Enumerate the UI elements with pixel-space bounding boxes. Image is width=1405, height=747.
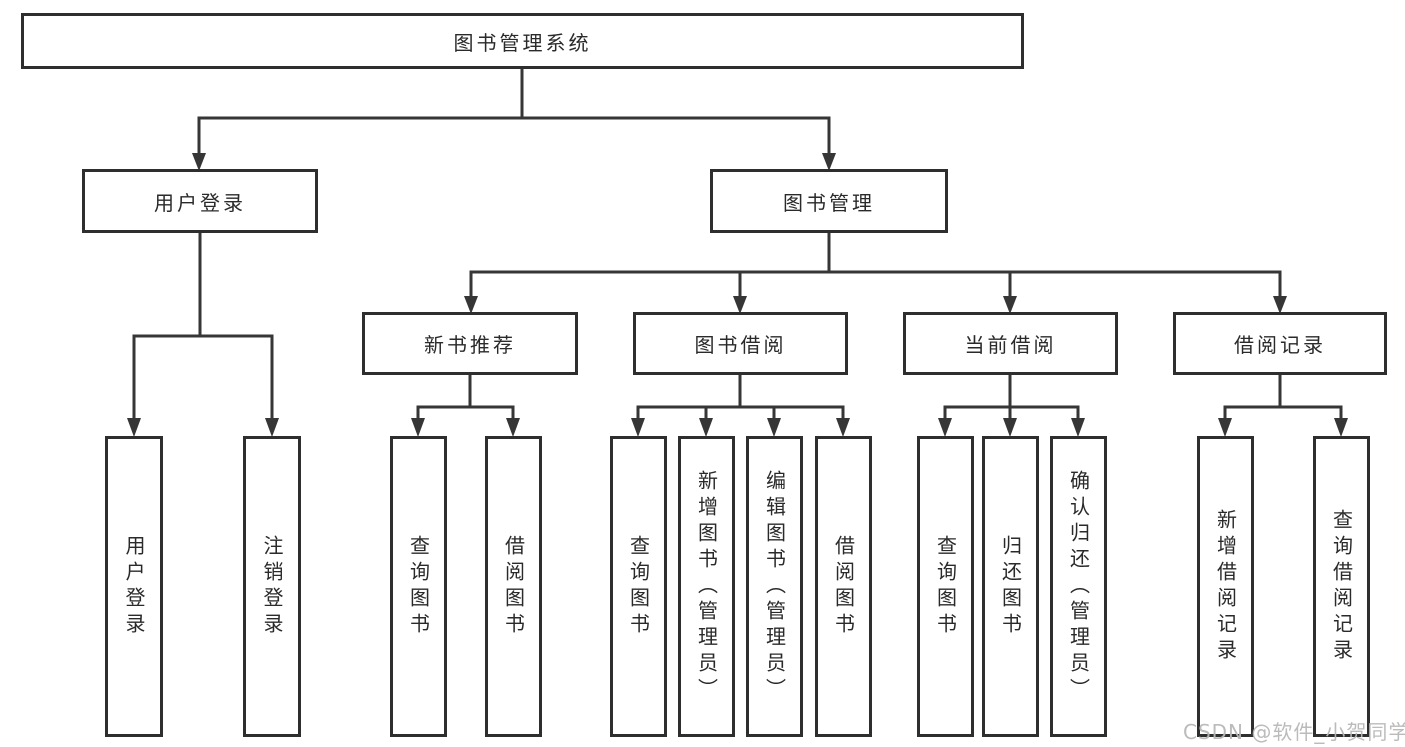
arrowhead: [938, 418, 952, 437]
edge-current-borrow: [943, 373, 1080, 422]
node-leaf-user-login: 用户登录: [105, 436, 163, 737]
node-leaf-add-borrow-record: 新增借阅记录: [1197, 436, 1254, 737]
arrowhead: [127, 418, 141, 437]
node-leaf-borrow-books: 借阅图书: [815, 436, 872, 737]
node-new-book-recommend: 新书推荐: [362, 312, 578, 375]
arrowhead: [1218, 418, 1232, 437]
arrowhead: [631, 418, 645, 437]
node-leaf-query-books-recommend: 查询图书: [390, 436, 447, 737]
arrowhead: [1273, 296, 1287, 314]
node-book-borrow: 图书借阅: [633, 312, 848, 375]
arrowhead: [836, 418, 850, 437]
arrowhead: [192, 153, 206, 171]
node-leaf-query-borrow-record: 查询借阅记录: [1313, 436, 1370, 737]
arrowhead: [1071, 418, 1085, 437]
node-leaf-add-books-admin: 新增图书（管理员）: [678, 436, 735, 737]
arrowhead: [1003, 418, 1017, 437]
node-leaf-logout: 注销登录: [243, 436, 301, 737]
arrowhead: [411, 418, 425, 437]
node-borrow-records: 借阅记录: [1173, 312, 1387, 375]
node-leaf-query-books-current: 查询图书: [917, 436, 974, 737]
arrowhead: [506, 418, 520, 437]
edge-book-management: [469, 231, 1282, 300]
node-book-management: 图书管理: [710, 169, 948, 233]
node-leaf-query-books-borrow: 查询图书: [610, 436, 667, 737]
edge-new-book-recommend: [416, 373, 515, 422]
node-leaf-borrow-books-recommend: 借阅图书: [485, 436, 542, 737]
arrowhead: [822, 153, 836, 171]
node-user-login: 用户登录: [82, 169, 318, 233]
edge-user-login: [132, 231, 274, 422]
arrowhead: [1334, 418, 1348, 437]
watermark: CSDN @软件_小贺同学: [1183, 720, 1405, 744]
node-leaf-confirm-return-admin: 确认归还（管理员）: [1050, 436, 1107, 737]
edge-book-borrow: [636, 373, 845, 422]
node-current-borrow: 当前借阅: [903, 312, 1118, 375]
arrowhead: [265, 418, 279, 437]
arrowhead: [1003, 296, 1017, 314]
arrowhead: [464, 296, 478, 314]
node-leaf-edit-books-admin: 编辑图书（管理员）: [746, 436, 803, 737]
node-leaf-return-books: 归还图书: [982, 436, 1039, 737]
edge-borrow-records: [1223, 373, 1343, 422]
arrowhead: [767, 418, 781, 437]
node-library-system: 图书管理系统: [21, 13, 1024, 69]
arrowhead: [699, 418, 713, 437]
edge-root: [197, 67, 831, 156]
arrowhead: [733, 296, 747, 314]
